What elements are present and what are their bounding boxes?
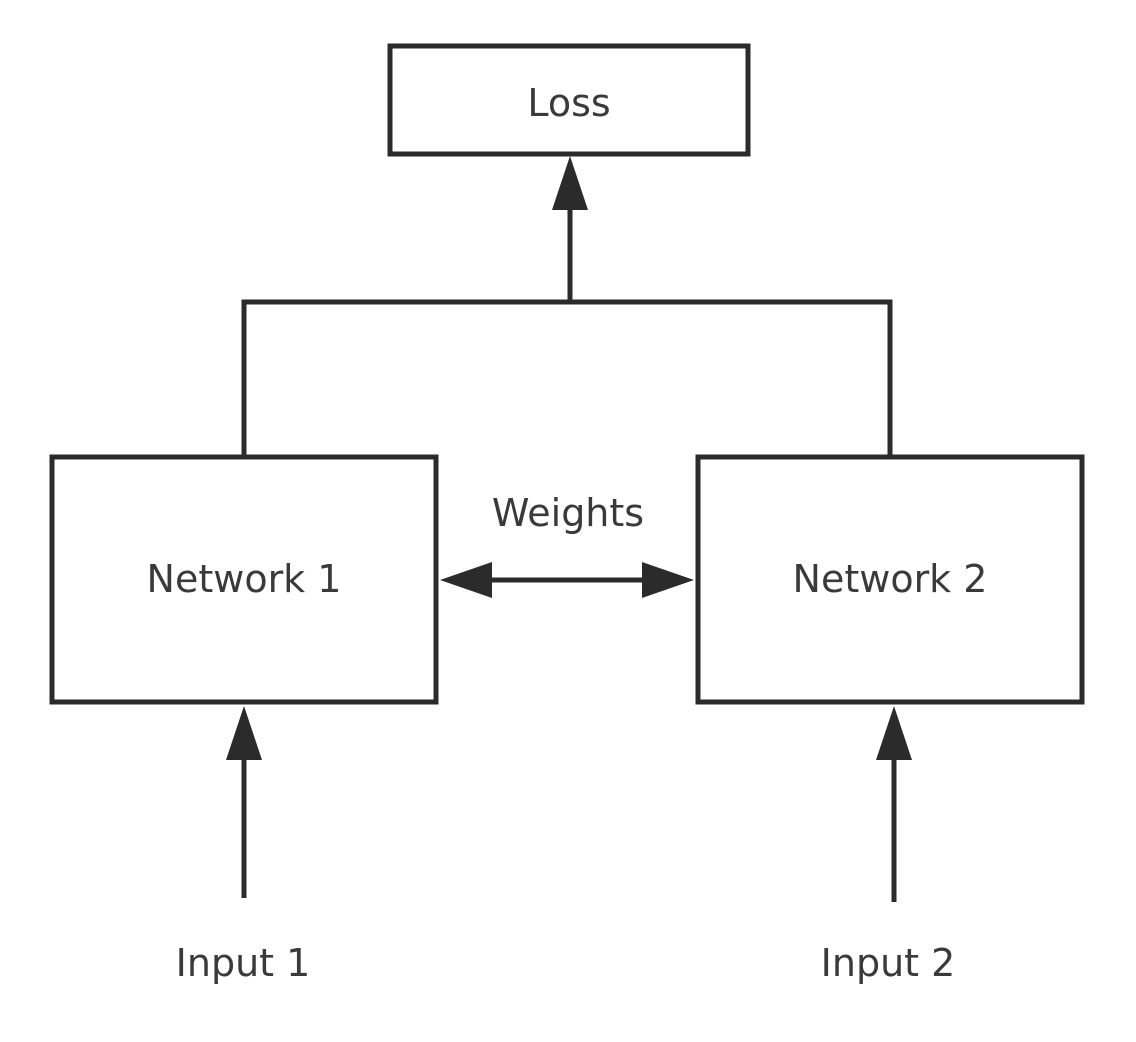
input-1-arrow: Input 1 (176, 706, 311, 985)
network-1-node: Network 1 (49, 454, 439, 705)
input-2-arrowhead (876, 706, 912, 760)
network-1-box (49, 454, 439, 705)
network-2-node: Network 2 (695, 454, 1085, 705)
loss-box (387, 43, 751, 157)
weights-arrowhead-left (440, 562, 492, 598)
network-1-label: Network 1 (147, 557, 342, 601)
network-2-label: Network 2 (793, 557, 988, 601)
input-2-label: Input 2 (821, 941, 956, 985)
input-1-arrowhead (226, 706, 262, 760)
weights-arrow: Weights (440, 491, 694, 598)
weights-label: Weights (492, 491, 644, 535)
input-2-arrow: Input 2 (821, 706, 956, 985)
loss-arrowhead (552, 156, 588, 210)
weights-arrowhead-right (642, 562, 694, 598)
loss-node: Loss (387, 43, 751, 157)
loss-label: Loss (527, 81, 610, 125)
input-1-label: Input 1 (176, 941, 311, 985)
merge-connector (241, 156, 893, 457)
